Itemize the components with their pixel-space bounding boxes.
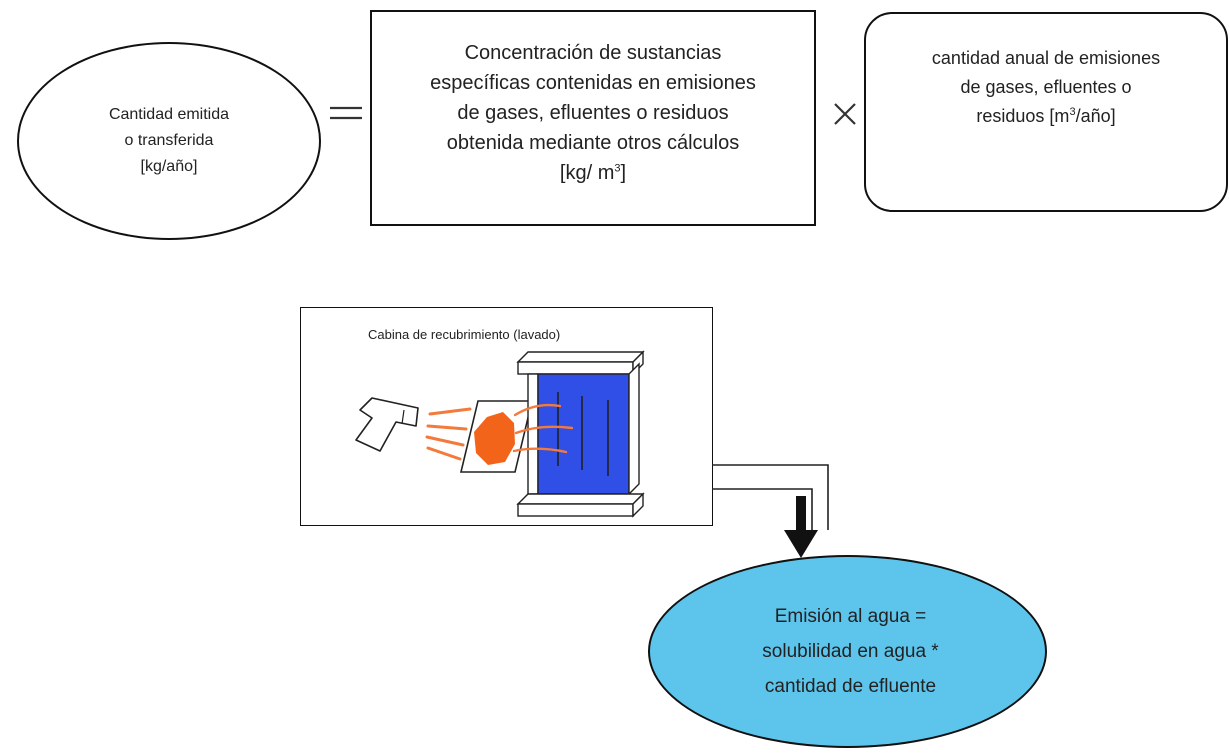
coating-booth-label: Cabina de recubrimiento (lavado) bbox=[368, 327, 561, 342]
annual-quantity-text: cantidad anual de emisiones de gases, ef… bbox=[866, 44, 1226, 131]
spray-icon bbox=[425, 407, 472, 461]
emission-line-2: solubilidad en agua * bbox=[762, 641, 939, 662]
concentration-line-1: Concentración de sustancias bbox=[464, 42, 722, 64]
annual-line-2: de gases, efluentes o bbox=[960, 77, 1132, 97]
annual-line-3-prefix: residuos [m bbox=[976, 106, 1070, 126]
coated-part-icon bbox=[474, 412, 515, 465]
result-line-1: Cantidad emitida bbox=[108, 106, 230, 123]
annual-line-1: cantidad anual de emisiones bbox=[931, 48, 1161, 68]
result-text: Cantidad emitida o transferida [kg/año] bbox=[109, 102, 229, 180]
effluent-pipe bbox=[712, 464, 829, 530]
concentration-box: Concentración de sustancias específicas … bbox=[370, 10, 816, 226]
spray-gun-icon bbox=[355, 397, 419, 452]
coating-booth-frame bbox=[300, 307, 713, 526]
multiply-sign bbox=[834, 103, 856, 125]
result-ellipse: Cantidad emitida o transferida [kg/año] bbox=[17, 42, 321, 240]
annual-line-3-suffix: /año] bbox=[1075, 106, 1116, 126]
water-emission-text: Emisión al agua = solubilidad en agua * … bbox=[762, 599, 938, 704]
result-line-3: [kg/año] bbox=[140, 158, 198, 175]
concentration-line-4: obtenida mediante otros cálculos bbox=[446, 132, 740, 154]
annual-line-3-exponent: 3 bbox=[1069, 106, 1076, 118]
concentration-unit-suffix: ] bbox=[620, 162, 627, 184]
emission-line-3: cantidad de efluente bbox=[764, 676, 937, 697]
overspray-icon bbox=[512, 403, 574, 454]
equals-sign bbox=[330, 106, 362, 120]
concentration-unit-prefix: [kg/ m bbox=[559, 162, 615, 184]
concentration-unit: [kg/ m3] bbox=[430, 158, 756, 188]
concentration-line-2: específicas contenidas en emisiones bbox=[430, 72, 756, 94]
water-emission-ellipse: Emisión al agua = solubilidad en agua * … bbox=[648, 555, 1047, 748]
concentration-line-3: de gases, efluentes o residuos bbox=[457, 102, 729, 124]
water-curtain bbox=[516, 350, 645, 518]
down-arrow-icon bbox=[784, 496, 818, 558]
concentration-text: Concentración de sustancias específicas … bbox=[430, 38, 756, 188]
concentration-unit-exponent: 3 bbox=[614, 162, 621, 175]
result-line-2: o transferida bbox=[124, 132, 214, 149]
emission-line-1: Emisión al agua = bbox=[774, 606, 927, 627]
annual-line-3: residuos [m3/año] bbox=[866, 102, 1226, 131]
annual-quantity-box: cantidad anual de emisiones de gases, ef… bbox=[864, 12, 1228, 212]
